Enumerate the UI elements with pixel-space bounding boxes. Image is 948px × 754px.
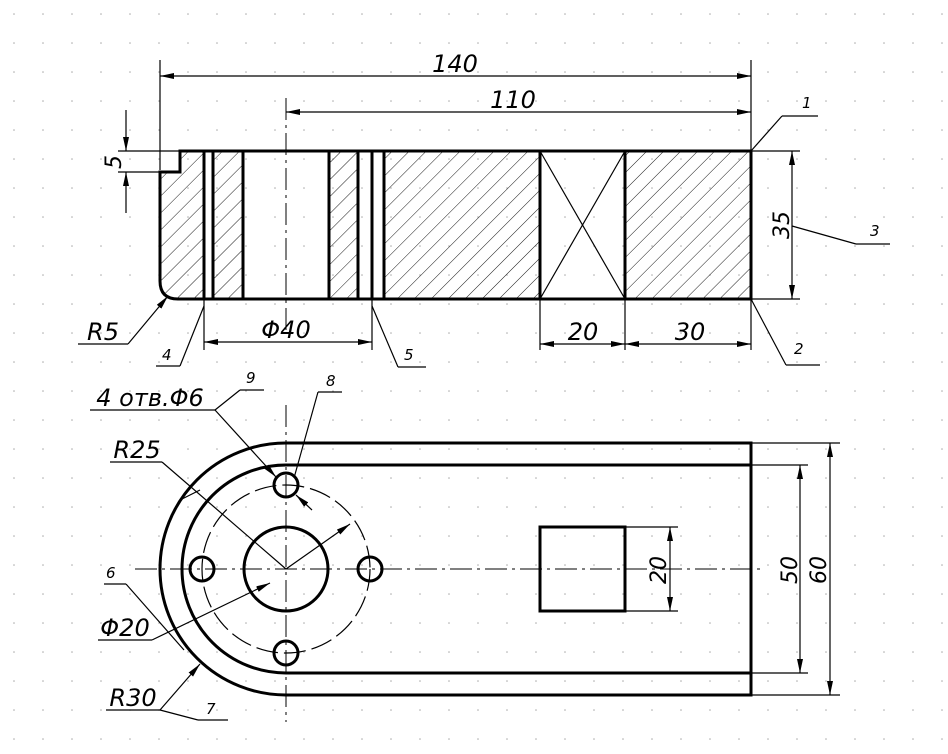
plan-inner-outline (180, 463, 751, 675)
dim-5-label: 5 (102, 155, 127, 169)
callout-leader (750, 115, 783, 152)
dim-30-label: 30 (675, 318, 706, 346)
arc-tick (179, 489, 201, 501)
dim-50-label: 50 (778, 556, 803, 584)
leader-d20 (151, 582, 271, 641)
dim-r30-label: R30 (109, 684, 156, 712)
hatch-right-end (625, 151, 751, 299)
dim-holes-label: 4 отв.Φ6 (96, 384, 204, 412)
dim-35-label: 35 (770, 211, 795, 239)
callout-7: 7 (206, 700, 216, 718)
plan-outer-outline (158, 441, 753, 697)
leader-line (214, 389, 241, 411)
dim-140-label: 140 (432, 50, 478, 78)
dim-d40-label: Φ40 (261, 316, 310, 344)
callout-6: 6 (106, 564, 116, 582)
callout-2: 2 (794, 340, 804, 358)
dim-110-label: 110 (490, 86, 536, 114)
callout-8: 8 (326, 372, 336, 390)
section-outline (158, 149, 753, 301)
dim-d20-label: Φ20 (100, 614, 149, 642)
square-hole-cross (539, 150, 626, 300)
callout-leader (750, 298, 787, 366)
hatch-ring-right (329, 151, 358, 299)
leader-holes (214, 409, 277, 478)
dim-r25-label: R25 (113, 436, 160, 464)
hatch-left-end (160, 151, 204, 299)
dim-r5-label: R5 (87, 318, 119, 346)
callout-leader (125, 583, 185, 651)
leader-r30 (159, 663, 201, 711)
callout-3: 3 (870, 222, 880, 240)
callout-4: 4 (162, 346, 172, 364)
callout-leader (371, 305, 399, 368)
leader-r25 (161, 461, 287, 570)
callout-leader (293, 391, 319, 479)
leader-holes-arrow (295, 494, 313, 511)
callout-leader (179, 305, 205, 367)
dim-square-20-label: 20 (647, 556, 672, 584)
callout-leader (791, 225, 857, 245)
leader-r25-arrow (285, 523, 351, 570)
hatch-ring-left (213, 151, 243, 299)
dim-60-label: 60 (807, 556, 832, 584)
callout-leader (159, 709, 199, 721)
plan-view: 50 60 20 9 4 отв.Φ6 8 R25 Φ20 6 (90, 369, 840, 722)
section-view: 140 110 5 35 Φ40 20 30 R5 1 (78, 50, 890, 368)
callout-1: 1 (802, 94, 812, 112)
dim-20-label: 20 (568, 318, 599, 346)
callout-5: 5 (404, 346, 414, 364)
hatch-middle (384, 151, 540, 299)
leader-r5 (127, 295, 169, 345)
callout-9: 9 (246, 369, 256, 387)
